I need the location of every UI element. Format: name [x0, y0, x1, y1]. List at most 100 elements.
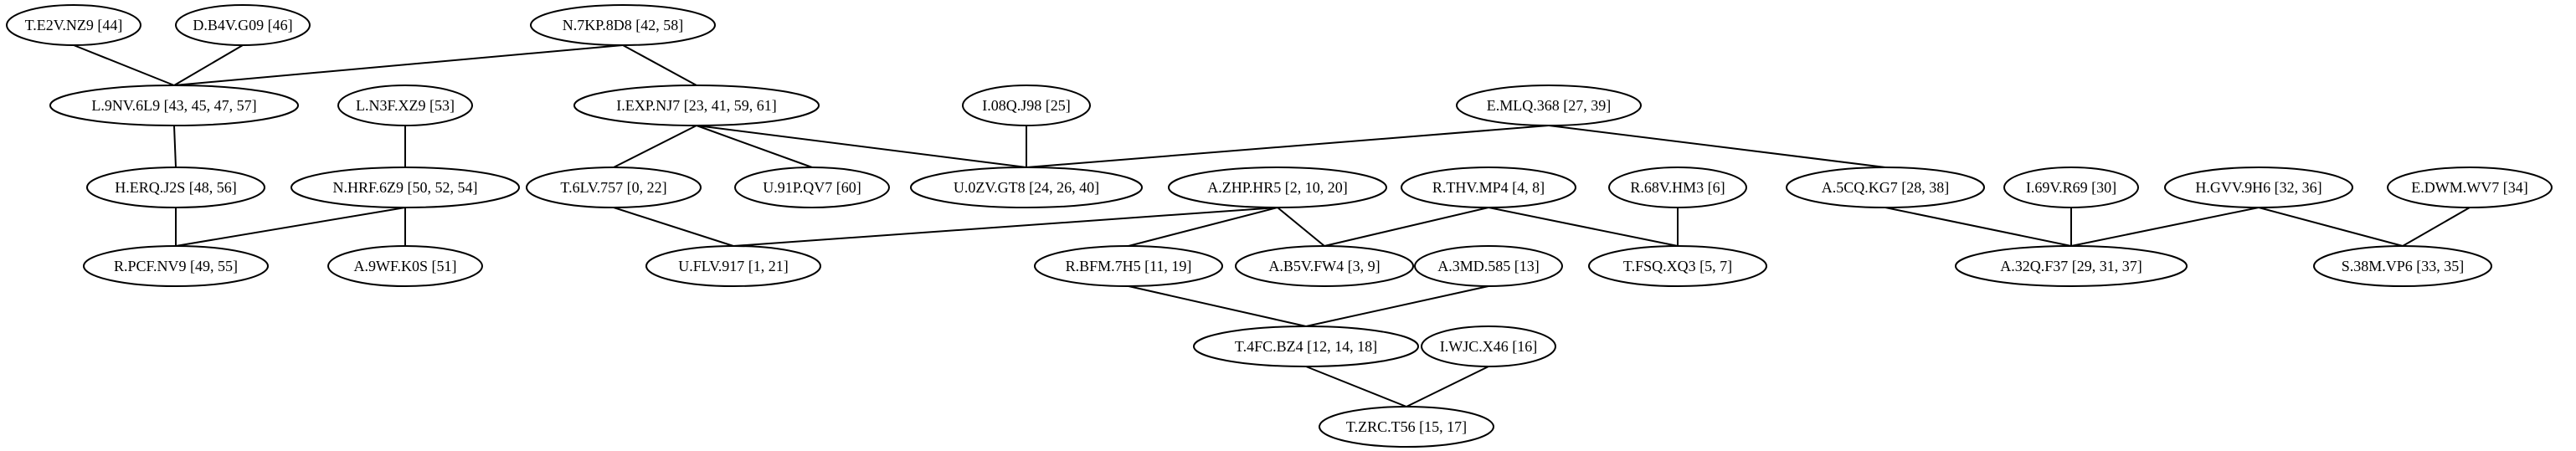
node-a-b5v-fw4: A.B5V.FW4 [3, 9]	[1235, 245, 1414, 287]
edge-i-exp-nj7-to-u-0zv-gt8	[696, 125, 1027, 168]
node-t-fsq-xq3: T.FSQ.XQ3 [5, 7]	[1588, 245, 1767, 287]
node-a-5cq-kg7: A.5CQ.KG7 [28, 38]	[1786, 167, 1985, 208]
node-u-flv-917: U.FLV.917 [1, 21]	[645, 245, 821, 287]
node-label: T.FSQ.XQ3 [5, 7]	[1623, 258, 1732, 274]
edge-e-dwm-wv7-to-s-38m-vp6	[2402, 207, 2471, 247]
node-r-thv-mp4: R.THV.MP4 [4, 8]	[1401, 167, 1576, 208]
edge-a-zhp-hr5-to-r-bfm-7h5	[1128, 207, 1278, 247]
node-label: H.ERQ.J2S [48, 56]	[115, 179, 237, 196]
edge-r-thv-mp4-to-t-fsq-xq3	[1488, 207, 1679, 247]
node-label: A.B5V.FW4 [3, 9]	[1268, 258, 1380, 274]
node-ellipse	[6, 4, 141, 46]
node-n-hrf-6z9: N.HRF.6Z9 [50, 52, 54]	[291, 167, 520, 208]
node-label: D.B4V.G09 [46]	[193, 17, 292, 33]
node-u-0zv-gt8: U.0ZV.GT8 [24, 26, 40]	[910, 167, 1143, 208]
node-label: A.3MD.585 [13]	[1437, 258, 1540, 274]
node-ellipse	[1414, 245, 1563, 287]
node-ellipse	[175, 4, 311, 46]
node-ellipse	[1456, 85, 1642, 126]
node-r-bfm-7h5: R.BFM.7H5 [11, 19]	[1034, 245, 1223, 287]
node-ellipse	[1786, 167, 1985, 208]
edge-e-mlq-368-to-a-5cq-kg7	[1548, 125, 1886, 168]
node-label: T.ZRC.T56 [15, 17]	[1346, 418, 1467, 435]
node-label: U.FLV.917 [1, 21]	[678, 258, 789, 274]
node-h-gvv-9h6: H.GVV.9H6 [32, 36]	[2164, 167, 2353, 208]
node-label: T.6LV.757 [0, 22]	[560, 179, 666, 196]
node-ellipse	[1168, 167, 1387, 208]
node-ellipse	[1588, 245, 1767, 287]
node-u-91p-qv7: U.91P.QV7 [60]	[734, 167, 890, 208]
node-label: R.68V.HM3 [6]	[1630, 179, 1725, 196]
node-ellipse	[526, 167, 702, 208]
edge-a-3md-585-to-t-4fc-bz4	[1305, 285, 1489, 327]
node-e-dwm-wv7: E.DWM.WV7 [34]	[2387, 167, 2553, 208]
node-label: N.7KP.8D8 [42, 58]	[563, 17, 684, 33]
node-ellipse	[1421, 325, 1556, 367]
edge-r-bfm-7h5-to-t-4fc-bz4	[1128, 285, 1307, 327]
edge-h-gvv-9h6-to-s-38m-vp6	[2258, 207, 2404, 247]
node-n-7kp-8d8: N.7KP.8D8 [42, 58]	[530, 4, 716, 46]
node-i-69v-r69: I.69V.R69 [30]	[2003, 167, 2139, 208]
node-label: I.69V.R69 [30]	[2026, 179, 2116, 196]
node-ellipse	[83, 245, 269, 287]
node-label: A.ZHP.HR5 [2, 10, 20]	[1207, 179, 1348, 196]
node-label: R.PCF.NV9 [49, 55]	[114, 258, 238, 274]
edge-n-hrf-6z9-to-r-pcf-nv9	[175, 207, 406, 247]
node-ellipse	[1235, 245, 1414, 287]
node-ellipse	[1319, 406, 1494, 448]
node-s-38m-vp6: S.38M.VP6 [33, 35]	[2313, 245, 2492, 287]
node-label: T.E2V.NZ9 [44]	[25, 17, 123, 33]
edge-i-exp-nj7-to-u-91p-qv7	[696, 125, 813, 168]
node-h-erq-j2s: H.ERQ.J2S [48, 56]	[86, 167, 265, 208]
edge-i-wjc-x46-to-t-zrc-t56	[1406, 366, 1489, 407]
node-t-zrc-t56: T.ZRC.T56 [15, 17]	[1319, 406, 1494, 448]
node-i-exp-nj7: I.EXP.NJ7 [23, 41, 59, 61]	[573, 85, 820, 126]
node-ellipse	[910, 167, 1143, 208]
node-label: L.N3F.XZ9 [53]	[356, 97, 455, 114]
node-ellipse	[337, 85, 473, 126]
edge-n-7kp-8d8-to-l-9nv-6l9	[173, 44, 624, 86]
node-ellipse	[327, 245, 483, 287]
node-ellipse	[645, 245, 821, 287]
edge-r-thv-mp4-to-a-b5v-fw4	[1324, 207, 1489, 247]
node-l-9nv-6l9: L.9NV.6L9 [43, 45, 47, 57]	[49, 85, 299, 126]
node-t-4fc-bz4: T.4FC.BZ4 [12, 14, 18]	[1193, 325, 1419, 367]
edge-a-zhp-hr5-to-a-b5v-fw4	[1277, 207, 1325, 247]
node-label: I.WJC.X46 [16]	[1440, 338, 1537, 355]
node-label: H.GVV.9H6 [32, 36]	[2195, 179, 2321, 196]
node-label: U.0ZV.GT8 [24, 26, 40]	[954, 179, 1099, 196]
edge-d-b4v-g09-to-l-9nv-6l9	[173, 44, 244, 86]
node-label: R.BFM.7H5 [11, 19]	[1066, 258, 1192, 274]
edge-l-9nv-6l9-to-h-erq-j2s	[173, 125, 177, 168]
node-r-68v-hm3: R.68V.HM3 [6]	[1608, 167, 1747, 208]
node-ellipse	[530, 4, 716, 46]
node-ellipse	[2003, 167, 2139, 208]
node-label: N.HRF.6Z9 [50, 52, 54]	[332, 179, 477, 196]
edge-t-4fc-bz4-to-t-zrc-t56	[1305, 366, 1407, 407]
edge-layer	[73, 44, 2471, 407]
node-label: R.THV.MP4 [4, 8]	[1432, 179, 1545, 196]
node-d-b4v-g09: D.B4V.G09 [46]	[175, 4, 311, 46]
node-ellipse	[1608, 167, 1747, 208]
edge-e-mlq-368-to-u-0zv-gt8	[1026, 125, 1550, 168]
node-label: A.9WF.K0S [51]	[353, 258, 456, 274]
node-a-9wf-k0s: A.9WF.K0S [51]	[327, 245, 483, 287]
edge-i-exp-nj7-to-t-6lv-757	[613, 125, 697, 168]
node-t-6lv-757: T.6LV.757 [0, 22]	[526, 167, 702, 208]
node-ellipse	[2313, 245, 2492, 287]
node-ellipse	[1034, 245, 1223, 287]
node-r-pcf-nv9: R.PCF.NV9 [49, 55]	[83, 245, 269, 287]
node-label: I.08Q.J98 [25]	[982, 97, 1071, 114]
node-layer: T.E2V.NZ9 [44] D.B4V.G09 [46] N.7KP.8D8 [4…	[6, 4, 2553, 448]
edge-a-5cq-kg7-to-a-32q-f37	[1884, 207, 2072, 247]
node-ellipse	[1401, 167, 1576, 208]
node-i-wjc-x46: I.WJC.X46 [16]	[1421, 325, 1556, 367]
node-label: L.9NV.6L9 [43, 45, 47, 57]	[91, 97, 256, 114]
node-e-mlq-368: E.MLQ.368 [27, 39]	[1456, 85, 1642, 126]
node-i-08q-j98: I.08Q.J98 [25]	[962, 85, 1091, 126]
node-ellipse	[291, 167, 520, 208]
node-ellipse	[2387, 167, 2553, 208]
node-label: I.EXP.NJ7 [23, 41, 59, 61]	[616, 97, 777, 114]
node-label: E.MLQ.368 [27, 39]	[1487, 97, 1611, 114]
